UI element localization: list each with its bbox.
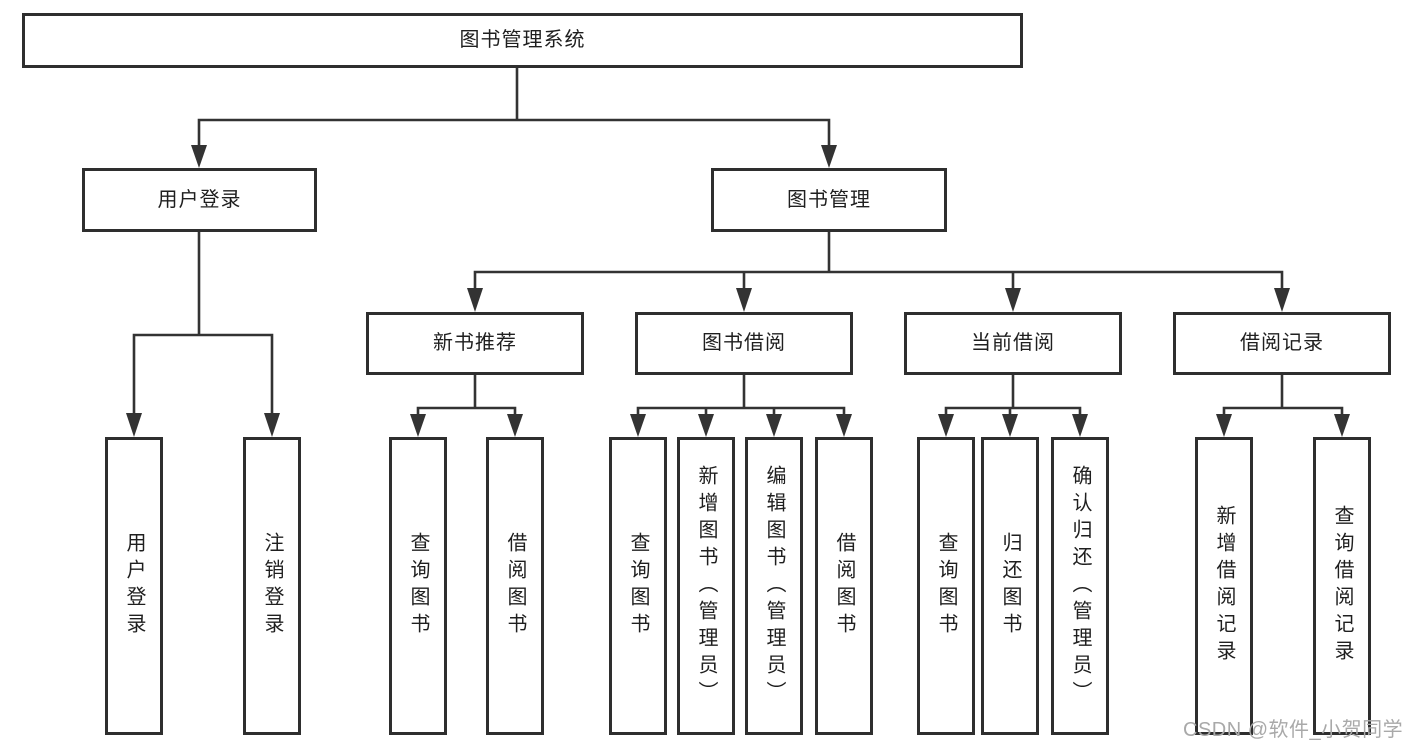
leaf-query-borrow-record: 查询借阅记录 [1313,437,1371,735]
arrow-down-icon [1005,288,1021,312]
arrow-down-icon [1274,288,1290,312]
csdn-watermark: CSDN @软件_小贺同学 [1183,719,1404,741]
arrow-down-icon [1002,414,1018,437]
leaf-query-book-current: 查询图书 [917,437,975,735]
leaf-borrow-book-recommend: 借阅图书 [486,437,544,735]
leaf-add-book-admin: 新增图书（管理员） [677,437,735,735]
node-book-borrow: 图书借阅 [635,312,853,375]
leaf-confirm-return-admin: 确认归还（管理员） [1051,437,1109,735]
leaf-return-book: 归还图书 [981,437,1039,735]
arrow-down-icon [1216,414,1232,437]
leaf-borrow-book: 借阅图书 [815,437,873,735]
node-user-login: 用户登录 [82,168,317,232]
leaf-logout: 注销登录 [243,437,301,735]
arrow-down-icon [1334,414,1350,437]
arrow-down-icon [836,414,852,437]
arrow-down-icon [1072,414,1088,437]
arrow-down-icon [630,414,646,437]
connector-book-mgmt-children [467,232,1290,312]
leaf-edit-book-admin: 编辑图书（管理员） [745,437,803,735]
connector-new-book-children [410,375,523,437]
node-root-system: 图书管理系统 [22,13,1023,68]
connector-user-login-children [126,232,280,437]
arrow-down-icon [821,145,837,168]
connector-borrow-record-children [1216,375,1350,437]
arrow-down-icon [410,414,426,437]
connector-current-borrow-children [938,375,1088,437]
leaf-user-login: 用户登录 [105,437,163,735]
node-borrow-record: 借阅记录 [1173,312,1391,375]
arrow-down-icon [938,414,954,437]
arrow-down-icon [264,413,280,437]
arrow-down-icon [698,414,714,437]
arrow-down-icon [766,414,782,437]
arrow-down-icon [736,288,752,312]
arrow-down-icon [507,414,523,437]
connector-book-borrow-children [630,375,852,437]
arrow-down-icon [191,145,207,168]
node-book-management: 图书管理 [711,168,947,232]
leaf-add-borrow-record: 新增借阅记录 [1195,437,1253,735]
leaf-query-book-borrow: 查询图书 [609,437,667,735]
arrow-down-icon [126,413,142,437]
connector-root-to-level2 [191,68,837,168]
node-current-borrow: 当前借阅 [904,312,1122,375]
node-new-book-recommend: 新书推荐 [366,312,584,375]
leaf-query-book-recommend: 查询图书 [389,437,447,735]
arrow-down-icon [467,288,483,312]
